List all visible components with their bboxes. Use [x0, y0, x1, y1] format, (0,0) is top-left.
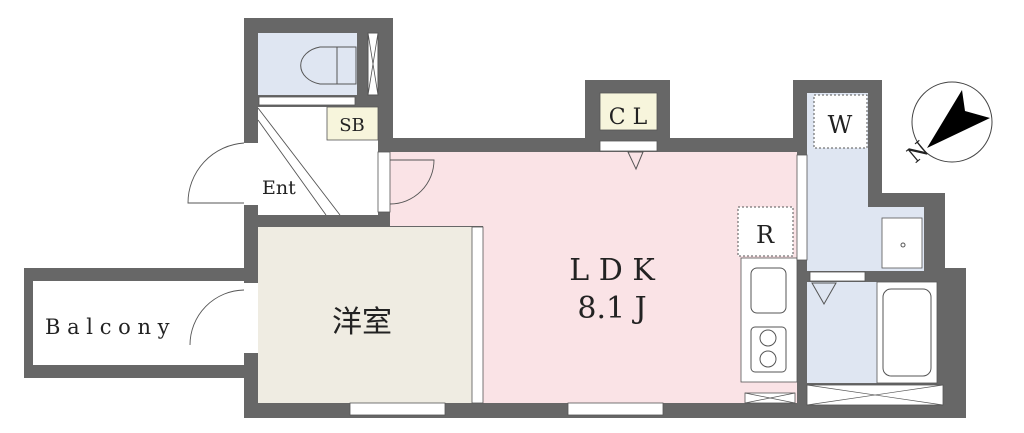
front-door-opening — [244, 143, 258, 205]
fridge-label: R — [756, 221, 775, 249]
shoe-box — [326, 106, 379, 141]
western-room — [258, 227, 472, 403]
toilet-room — [258, 33, 357, 95]
ldk-label: L D K — [569, 253, 655, 288]
compass: N — [903, 81, 993, 168]
balcony-door[interactable] — [189, 289, 245, 346]
fridge-space — [737, 206, 794, 257]
stove-icon — [750, 326, 787, 373]
ldk-door[interactable] — [389, 159, 435, 205]
bathtub — [876, 281, 938, 384]
toilet-door — [258, 96, 356, 106]
sink-icon — [750, 267, 787, 314]
entrance-label: Ent — [262, 177, 296, 199]
closet-label: C L — [609, 105, 648, 130]
washer-label: W — [828, 111, 853, 139]
western-room-label: 洋室 — [332, 305, 392, 340]
ldk-room — [390, 152, 797, 403]
shoe-box-label: SB — [339, 115, 365, 136]
toilet-icon — [300, 46, 357, 85]
western-window — [349, 402, 446, 416]
ldk-size: 8.1 J — [577, 291, 646, 326]
ldk-window — [567, 402, 664, 416]
bath-floor — [807, 282, 877, 383]
kitchen-counter — [740, 257, 798, 383]
washer-space — [813, 94, 868, 149]
front-door[interactable] — [187, 142, 245, 204]
balcony-area — [33, 281, 244, 365]
closet — [599, 92, 658, 131]
balcony-label: B a l c o n y — [45, 315, 170, 339]
north-arrow-icon — [927, 90, 990, 148]
